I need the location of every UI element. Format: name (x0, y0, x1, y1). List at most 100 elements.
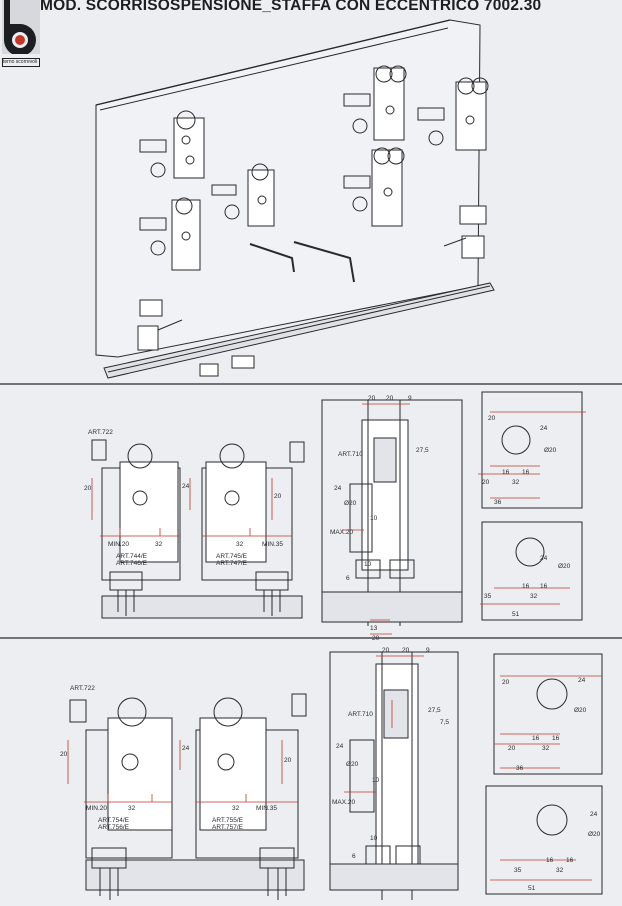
dim-20: 20 (382, 647, 390, 654)
dim-32: 32 (128, 805, 136, 812)
hanger-bracket-4 (343, 65, 407, 141)
dim-16: 16 (502, 469, 510, 476)
label-art-710: ART.710 (348, 711, 373, 718)
dim-20: 20 (84, 485, 92, 492)
dim-13: 13 (370, 625, 378, 632)
label-art-756: ART.756/E (98, 824, 130, 831)
dim-20: 20 (386, 395, 394, 402)
dim-10: 10 (370, 515, 378, 522)
dim-27-5: 27,5 (416, 447, 429, 454)
section-1-dimensions (91, 403, 586, 635)
dim-20: 20 (274, 493, 282, 500)
dim-27-5: 27,5 (428, 707, 441, 714)
dim-16: 16 (540, 583, 548, 590)
dim-24: 24 (182, 745, 190, 752)
dim-20: 20 (60, 751, 68, 758)
section-2-dimensions (67, 655, 602, 881)
dim-24: 24 (540, 425, 548, 432)
hanger-bracket-3 (139, 197, 201, 271)
dim-20: 20 (508, 745, 516, 752)
brand-logo (2, 0, 40, 56)
dim-20: 20 (402, 647, 410, 654)
dim-32: 32 (232, 805, 240, 812)
dim-20: 20 (482, 479, 490, 486)
label-min-35: MIN.35 (262, 541, 283, 548)
section-2-labels: ART.722 MIN.20 32 32 MIN.35 ART.754/E AR… (60, 647, 601, 892)
dim-32: 32 (512, 479, 520, 486)
label-art-747: ART.747/E (216, 560, 248, 567)
hex-key-1 (249, 243, 295, 273)
hanger-bracket-1 (139, 110, 205, 179)
dim-32: 32 (155, 541, 163, 548)
page-title: MOD. SCORRISOSPENSIONE_STAFFA CON ECCENT… (40, 0, 542, 14)
dim-dia-20: Ø20 (344, 500, 357, 507)
dim-9: 9 (408, 395, 412, 402)
label-art-746: ART.746/E (116, 560, 148, 567)
brand-caption: terno scorrevoli (2, 58, 40, 67)
label-art-755: ART.755/E (212, 817, 244, 824)
hanger-bracket-2 (211, 163, 275, 227)
hanger-bracket-6 (343, 147, 405, 227)
floor-guide-left (137, 299, 183, 351)
label-max-20: MAX.20 (332, 799, 356, 806)
dim-dia-20: Ø20 (346, 761, 359, 768)
dim-16: 16 (532, 735, 540, 742)
dim-dia-20: Ø20 (558, 563, 571, 570)
label-art-722: ART.722 (88, 429, 113, 436)
dim-24: 24 (336, 743, 344, 750)
dim-16: 16 (546, 857, 554, 864)
dim-24: 24 (590, 811, 598, 818)
dim-dia-20: Ø20 (544, 447, 557, 454)
hex-key-2 (293, 241, 355, 283)
dim-20: 20 (284, 757, 292, 764)
exploded-assembly-view (95, 19, 495, 379)
label-art-744: ART.744/E (116, 553, 148, 560)
dim-51: 51 (512, 611, 520, 618)
dim-32: 32 (530, 593, 538, 600)
small-guides (199, 355, 255, 377)
dim-24: 24 (578, 677, 586, 684)
dim-24: 24 (182, 483, 190, 490)
dim-35: 35 (514, 867, 522, 874)
dim-20: 20 (502, 679, 510, 686)
dim-24: 24 (334, 485, 342, 492)
dim-24: 24 (540, 555, 548, 562)
dim-32: 32 (556, 867, 564, 874)
label-art-754: ART.754/E (98, 817, 130, 824)
dim-7-5: 7,5 (440, 719, 449, 726)
dim-20: 20 (368, 395, 376, 402)
section-1-labels: ART.722 MIN.20 32 32 MIN.35 ART.744/E AR… (84, 395, 571, 642)
dim-10: 10 (364, 561, 372, 568)
dim-dia-20: Ø20 (574, 707, 587, 714)
label-art-710: ART.710 (338, 451, 363, 458)
dim-16: 16 (522, 469, 530, 476)
dim-36: 36 (494, 499, 502, 506)
dim-51: 51 (528, 885, 536, 892)
dim-10: 10 (372, 777, 380, 784)
label-art-745: ART.745/E (216, 553, 248, 560)
label-min-20: MIN.20 (108, 541, 129, 548)
label-art-722: ART.722 (70, 685, 95, 692)
dim-20: 20 (488, 415, 496, 422)
dim-36: 36 (516, 765, 524, 772)
dim-6: 6 (352, 853, 356, 860)
dim-16: 16 (566, 857, 574, 864)
dim-10: 10 (370, 835, 378, 842)
section-2-drawings: ART.722 MIN.20 32 32 MIN.35 ART.754/E AR… (60, 647, 603, 900)
dim-dia-20: Ø20 (588, 831, 601, 838)
label-max-20: MAX.20 (330, 529, 354, 536)
dim-9: 9 (426, 647, 430, 654)
label-art-757: ART.757/E (212, 824, 244, 831)
dim-16: 16 (552, 735, 560, 742)
hanger-bracket-5 (417, 77, 489, 151)
section-1-drawings: ART.722 MIN.20 32 32 MIN.35 ART.744/E AR… (84, 391, 586, 642)
label-min-35: MIN.35 (256, 805, 277, 812)
dim-32: 32 (236, 541, 244, 548)
dim-20: 20 (372, 635, 380, 642)
dim-32: 32 (542, 745, 550, 752)
dim-6: 6 (346, 575, 350, 582)
label-min-20: MIN.20 (86, 805, 107, 812)
dim-16: 16 (522, 583, 530, 590)
